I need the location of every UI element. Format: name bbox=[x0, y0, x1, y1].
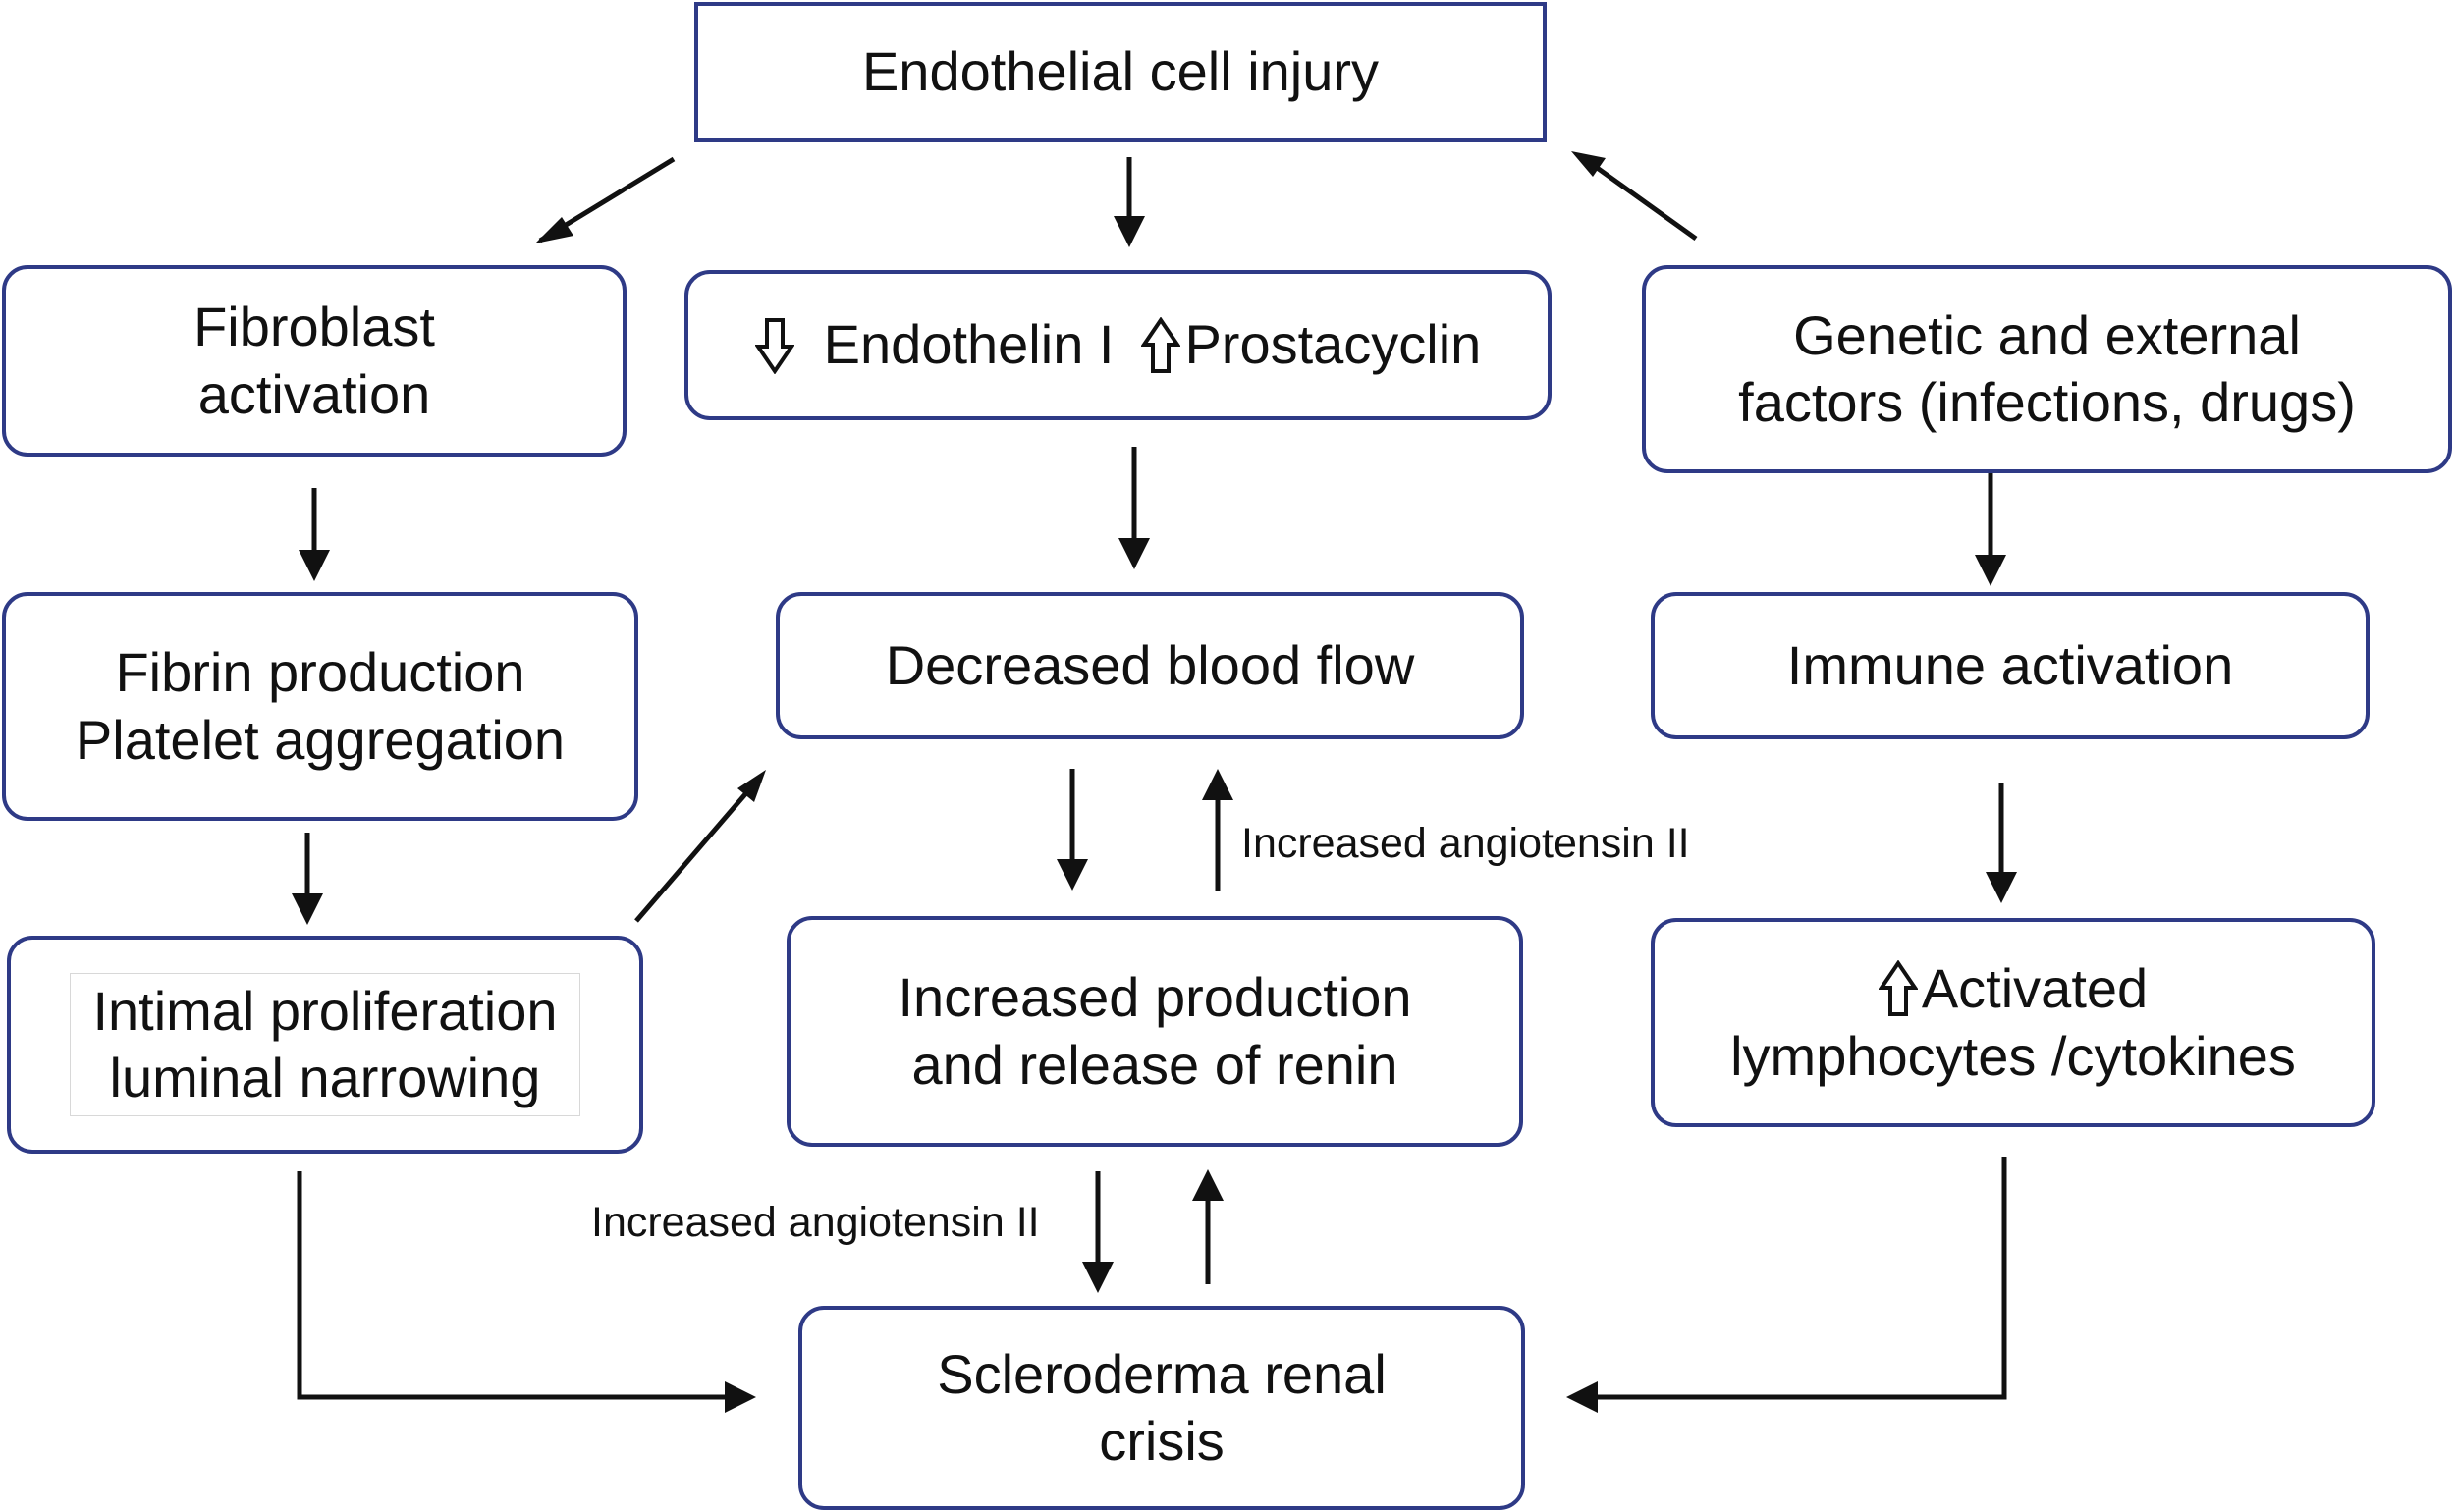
node-endothelial-cell-injury: Endothelial cell injury bbox=[694, 2, 1547, 142]
node-fibrin-line-2: Platelet aggregation bbox=[75, 708, 566, 771]
arrow-genetic-to-injury bbox=[1594, 164, 1698, 242]
node-immune-line-1: Immune activation bbox=[1786, 633, 2234, 696]
node-intimal-line-1: Intimal proliferation bbox=[92, 979, 558, 1042]
node-crisis-line-1: Scleroderma renal bbox=[937, 1342, 1387, 1405]
node-genetic-line-2: factors (infections, drugs) bbox=[1738, 371, 2356, 433]
node-activated-lymphocytes: Activated lymphocytes /cytokines bbox=[1651, 918, 2375, 1127]
arrow-intimal-to-bloodflow bbox=[634, 785, 753, 923]
node-genetic-external-factors: Genetic and external factors (infections… bbox=[1642, 265, 2452, 473]
node-intimal-proliferation: Intimal proliferation luminal narrowing bbox=[7, 936, 643, 1154]
arrowhead-renin-to-crisis bbox=[1082, 1262, 1114, 1293]
arrow-lymphocytes-to-crisis bbox=[1596, 1157, 2007, 1400]
endothelin-text: Endothelin I bbox=[823, 313, 1115, 376]
arrowhead-bloodflow-to-renin bbox=[1057, 859, 1088, 891]
edge-label-upper-angiotensin: Increased angiotensin II bbox=[1241, 820, 1690, 867]
activated-text: Activated bbox=[1921, 957, 2149, 1020]
arrowhead-genetic-to-immune bbox=[1975, 555, 2006, 586]
node-decreased-blood-flow: Decreased blood flow bbox=[776, 592, 1524, 739]
node-immune-activation: Immune activation bbox=[1651, 592, 2370, 739]
arrowhead-genetic-to-injury bbox=[1571, 151, 1606, 177]
prostacyclin-text: Prostacyclin bbox=[1184, 313, 1482, 376]
arrow-injury-to-fibroblast bbox=[538, 156, 676, 243]
node-lymphocytes-line-2: lymphocytes /cytokines bbox=[1730, 1024, 2296, 1087]
arrowhead-fibrin-to-intimal bbox=[292, 893, 323, 925]
node-blood-flow-line-1: Decreased blood flow bbox=[885, 633, 1415, 696]
node-endothelial-cell-injury-line-1: Endothelial cell injury bbox=[861, 40, 1380, 103]
node-fibroblast-activation: Fibroblast activation bbox=[2, 265, 627, 457]
arrowhead-renin-to-bloodflow bbox=[1202, 769, 1233, 800]
edge-label-lower-angiotensin: Increased angiotensin II bbox=[591, 1199, 1040, 1246]
node-fibrin-platelet: Fibrin production Platelet aggregation bbox=[2, 592, 638, 821]
node-lymphocytes-line-1: Activated bbox=[1878, 955, 2149, 1022]
node-crisis-line-2: crisis bbox=[1099, 1410, 1225, 1472]
node-renin-release: Increased production and release of reni… bbox=[787, 916, 1523, 1147]
node-fibroblast-activation-line-1: Fibroblast bbox=[193, 296, 435, 358]
arrowhead-crisis-to-renin bbox=[1192, 1169, 1224, 1201]
node-genetic-line-1: Genetic and external bbox=[1793, 303, 2301, 366]
node-intimal-inner-frame: Intimal proliferation luminal narrowing bbox=[70, 972, 580, 1117]
down-arrow-icon bbox=[754, 317, 794, 374]
node-scleroderma-renal-crisis: Scleroderma renal crisis bbox=[798, 1306, 1525, 1510]
up-arrow-icon bbox=[1878, 960, 1918, 1017]
arrowhead-intimal-to-crisis bbox=[725, 1381, 756, 1413]
arrowhead-injury-to-endothelin bbox=[1114, 216, 1145, 247]
arrowhead-fibroblast-to-fibrin bbox=[299, 550, 330, 581]
node-fibrin-line-1: Fibrin production bbox=[115, 641, 525, 704]
node-renin-line-2: and release of renin bbox=[911, 1033, 1398, 1096]
up-arrow-icon bbox=[1141, 316, 1181, 373]
node-endothelin-prostacyclin-line: Endothelin I Prostacyclin bbox=[754, 311, 1482, 378]
arrowhead-intimal-to-bloodflow bbox=[737, 770, 766, 802]
node-fibroblast-activation-line-2: activation bbox=[197, 362, 431, 425]
arrowhead-immune-to-lymphocytes bbox=[1986, 872, 2017, 903]
arrowhead-injury-to-fibroblast bbox=[535, 217, 573, 243]
node-renin-line-1: Increased production bbox=[898, 966, 1412, 1029]
arrowhead-lymphocytes-to-crisis bbox=[1566, 1381, 1598, 1413]
arrowhead-endothelin-to-bloodflow bbox=[1118, 538, 1150, 569]
node-intimal-line-2: luminal narrowing bbox=[109, 1047, 541, 1108]
node-endothelin-prostacyclin: Endothelin I Prostacyclin bbox=[684, 270, 1552, 420]
